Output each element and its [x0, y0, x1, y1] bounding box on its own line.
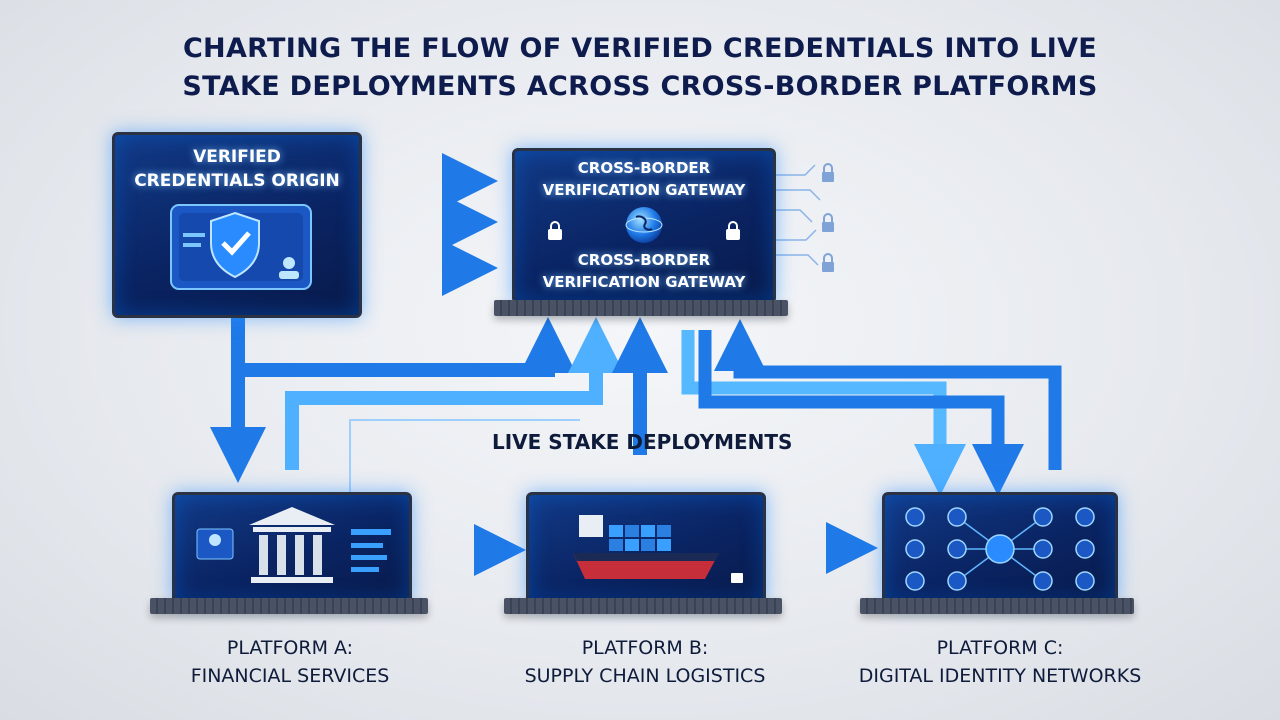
origin-to-platform-a-arrow: [210, 317, 576, 483]
platform-c-label: PLATFORM C: DIGITAL IDENTITY NETWORKS: [850, 634, 1150, 690]
gateway-to-platform-c-arrows: [681, 319, 1062, 496]
origin-to-gateway-arrows: [362, 153, 498, 296]
thin-connector: [349, 419, 580, 500]
origin-line-1: VERIFIED: [193, 147, 281, 167]
platform-a-to-gateway-arrow: [285, 317, 624, 470]
lock-icon: [726, 221, 740, 240]
platform-b-label: PLATFORM B: SUPPLY CHAIN LOGISTICS: [500, 634, 790, 690]
live-stake-deployments-label: LIVE STAKE DEPLOYMENTS: [492, 430, 793, 454]
platform-a-label: PLATFORM A: FINANCIAL SERVICES: [160, 634, 420, 690]
gateway-bottom-line-2: VERIFICATION GATEWAY: [542, 273, 746, 291]
gateway-laptop-base: [494, 300, 788, 316]
platform-c-laptop-base: [860, 598, 1134, 614]
gateway-bottom-line-1: CROSS-BORDER: [577, 251, 711, 269]
cargo-ship-icon: [573, 515, 743, 583]
gateway-panel: CROSS-BORDER VERIFICATION GATEWAY CROSS-…: [512, 148, 776, 304]
platform-b-laptop-base: [504, 598, 782, 614]
gateway-top-line-2: VERIFICATION GATEWAY: [542, 181, 746, 199]
lock-icons-outside: [822, 163, 834, 272]
lock-icon: [548, 221, 562, 240]
origin-line-2: CREDENTIALS ORIGIN: [134, 171, 340, 191]
user-network-icon: [905, 507, 1095, 591]
platform-c-line-1: PLATFORM C:: [936, 637, 1064, 659]
title-line-2: STAKE DEPLOYMENTS ACROSS CROSS-BORDER PL…: [182, 71, 1098, 102]
platform-a-screen: [172, 492, 412, 604]
shield-check-icon: [210, 211, 260, 279]
bank-icon: [196, 507, 391, 583]
platform-c-line-2: DIGITAL IDENTITY NETWORKS: [858, 665, 1142, 687]
globe-icon: [625, 207, 663, 243]
title-line-1: CHARTING THE FLOW OF VERIFIED CREDENTIAL…: [182, 33, 1098, 64]
lock-icon: [731, 573, 743, 583]
platform-a-laptop-base: [150, 598, 428, 614]
diagram-title: CHARTING THE FLOW OF VERIFIED CREDENTIAL…: [80, 30, 1200, 106]
origin-panel: VERIFIED CREDENTIALS ORIGIN: [112, 132, 362, 318]
id-card-icon: [170, 204, 312, 290]
platform-a-line-1: PLATFORM A:: [226, 637, 354, 659]
platform-c-screen: [882, 492, 1118, 604]
circuit-lines: [775, 164, 821, 266]
platform-b-line-2: SUPPLY CHAIN LOGISTICS: [524, 665, 766, 687]
platform-a-line-2: FINANCIAL SERVICES: [190, 665, 390, 687]
platform-b-screen: [526, 492, 766, 604]
platform-b-line-1: PLATFORM B:: [581, 637, 709, 659]
gateway-top-line-1: CROSS-BORDER: [577, 159, 711, 177]
